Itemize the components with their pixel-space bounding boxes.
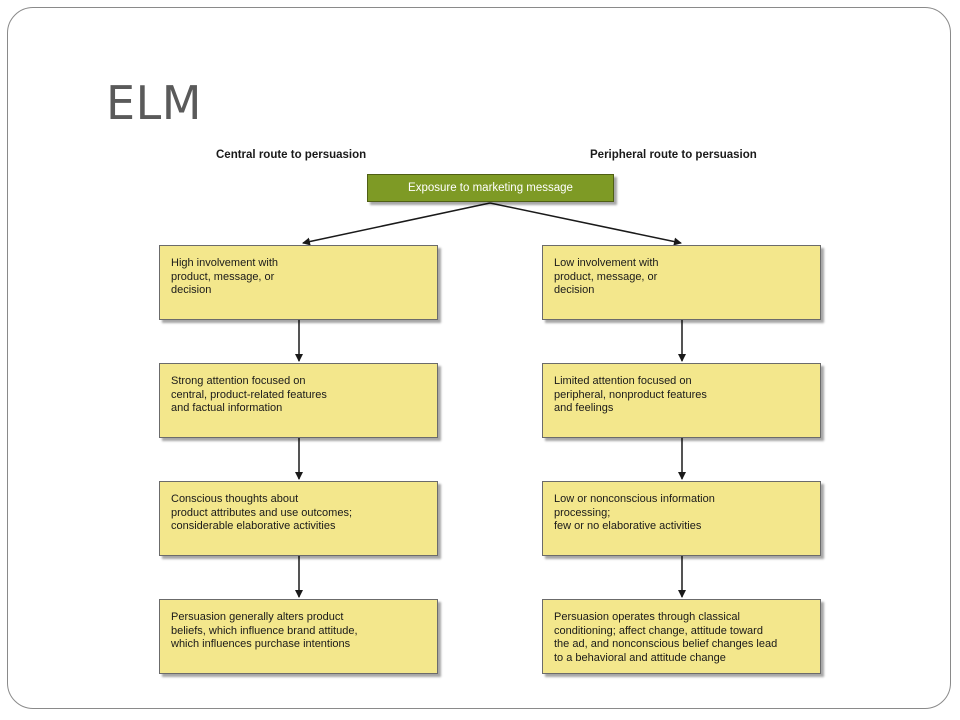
central-step-3: Conscious thoughts about product attribu… xyxy=(159,481,438,556)
peripheral-route-label: Peripheral route to persuasion xyxy=(590,149,757,161)
slide-frame xyxy=(7,7,951,709)
peripheral-step-2: Limited attention focused on peripheral,… xyxy=(542,363,821,438)
central-step-1: High involvement with product, message, … xyxy=(159,245,438,320)
central-route-label: Central route to persuasion xyxy=(216,149,367,161)
central-step-4: Persuasion generally alters product beli… xyxy=(159,599,438,674)
arrow-to-central-step-1 xyxy=(302,202,491,246)
arrow-to-peripheral-step-1 xyxy=(489,202,682,246)
slide-title: ELM xyxy=(106,76,202,130)
peripheral-step-1: Low involvement with product, message, o… xyxy=(542,245,821,320)
exposure-box: Exposure to marketing message xyxy=(367,174,614,202)
peripheral-step-4: Persuasion operates through classical co… xyxy=(542,599,821,674)
peripheral-step-3: Low or nonconscious information processi… xyxy=(542,481,821,556)
central-step-2: Strong attention focused on central, pro… xyxy=(159,363,438,438)
